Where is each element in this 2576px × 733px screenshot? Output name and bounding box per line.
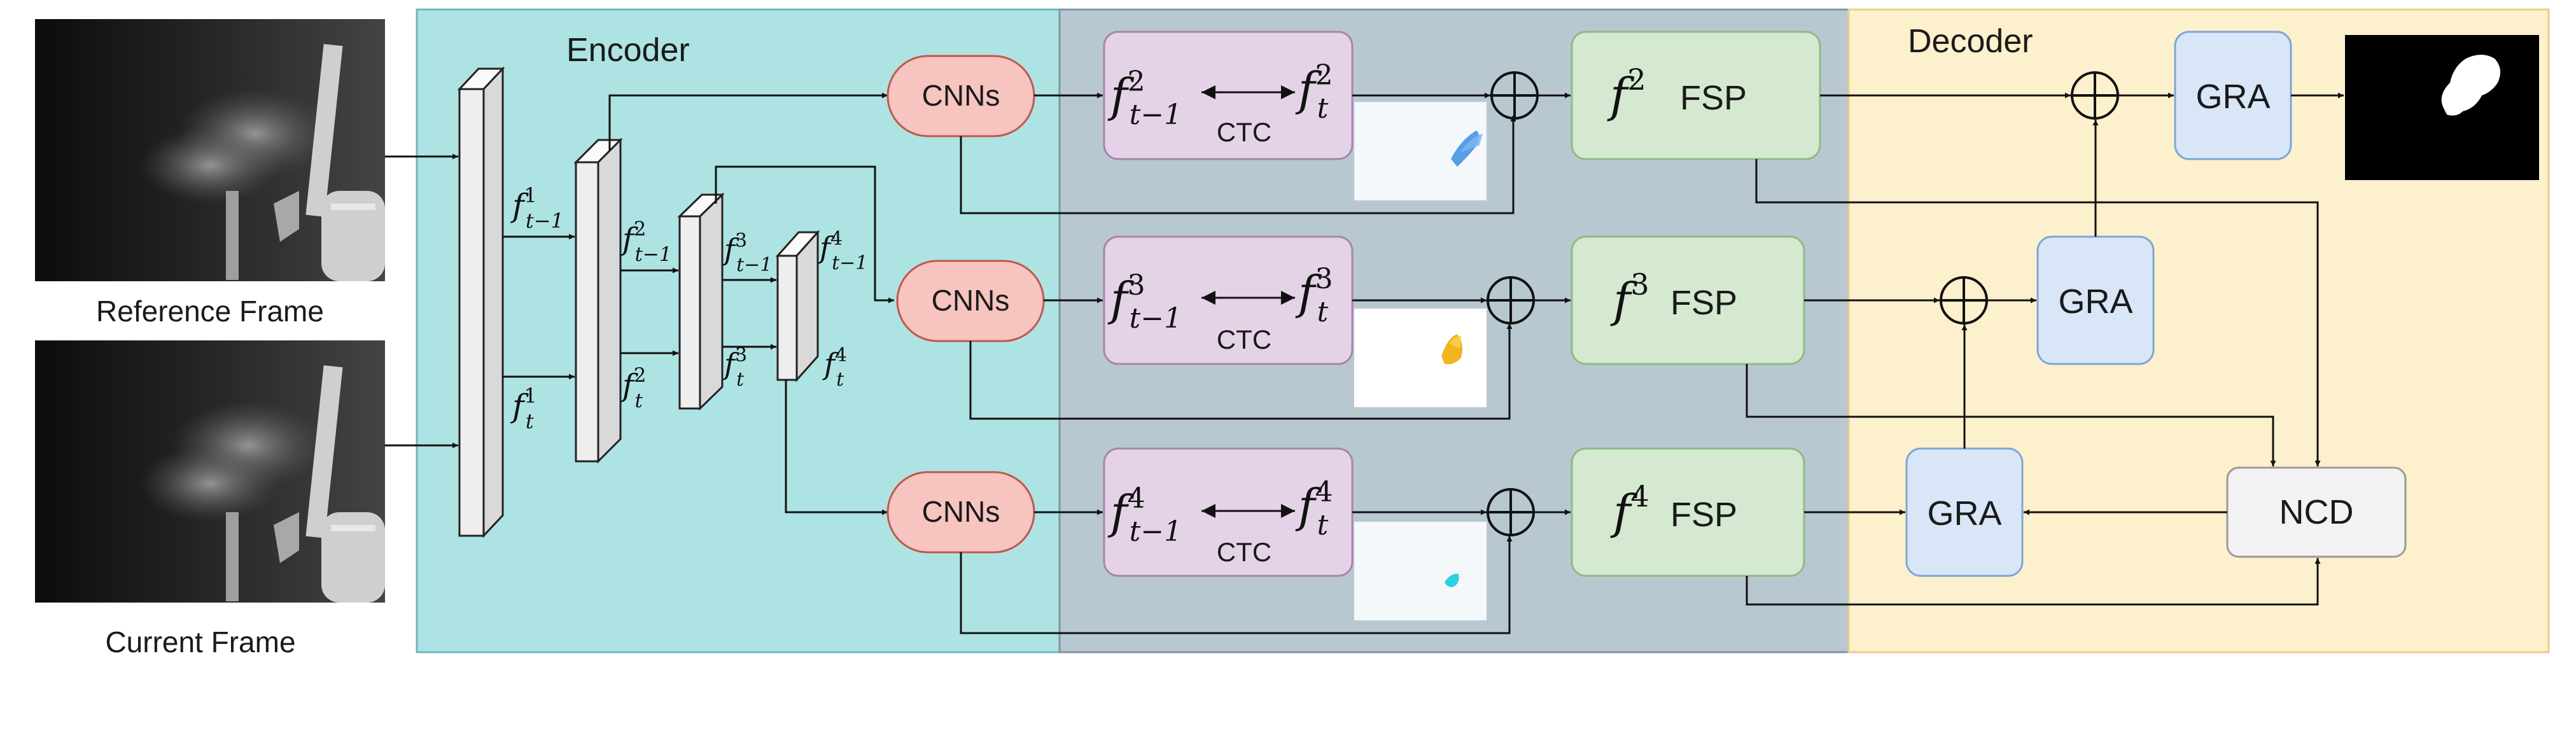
sum-node-2 bbox=[1490, 71, 1539, 120]
gra-bottom-label: GRA bbox=[1927, 494, 2001, 533]
cnn-block-3: CNNs bbox=[896, 260, 1045, 342]
decoder-sum-node-top bbox=[2071, 71, 2119, 120]
encoder-inter-stage-arrows bbox=[503, 234, 776, 380]
fsp-2-feature: f2 bbox=[1607, 62, 1646, 123]
fsp-2-label: FSP bbox=[1680, 79, 1747, 117]
decoder-title: Decoder bbox=[1908, 23, 2033, 60]
current-frame-image bbox=[35, 340, 385, 603]
segmentation-output-mask bbox=[2345, 35, 2539, 180]
sum-to-fsp-arrows bbox=[1534, 92, 1571, 515]
reference-frame-label: Reference Frame bbox=[96, 295, 324, 328]
fsp-4-feature: f4 bbox=[1610, 479, 1649, 540]
fsp-block-2: f2 FSP bbox=[1571, 31, 1821, 160]
gra-mid-label: GRA bbox=[2058, 283, 2132, 321]
gra-block-bottom: GRA bbox=[1905, 447, 2024, 577]
motion-map-4 bbox=[1354, 522, 1487, 620]
cnn-block-2: CNNs bbox=[886, 55, 1035, 137]
cnn-block-4-label: CNNs bbox=[922, 495, 1000, 528]
ncd-label: NCD bbox=[2279, 493, 2354, 531]
fsp-block-4: f4 FSP bbox=[1571, 447, 1805, 577]
encoder-to-cnn-connectors bbox=[608, 92, 894, 515]
ctc-4-label: CTC bbox=[1217, 537, 1271, 567]
encoder-title: Encoder bbox=[566, 32, 690, 69]
cnn-skip-connectors bbox=[960, 116, 1516, 634]
motion-map-2 bbox=[1354, 101, 1487, 201]
fsp-4-label: FSP bbox=[1670, 496, 1737, 534]
decoder-sum-node-mid bbox=[1940, 276, 1988, 325]
fsp-3-label: FSP bbox=[1670, 284, 1737, 322]
sum-node-3 bbox=[1487, 276, 1535, 325]
fsp-3-feature: f3 bbox=[1610, 267, 1649, 328]
sum-node-4 bbox=[1487, 488, 1535, 536]
encoder-stage-4 bbox=[775, 230, 820, 382]
gra-block-top: GRA bbox=[2174, 31, 2292, 160]
cnn-block-2-label: CNNs bbox=[922, 79, 1000, 112]
ctc-to-sum-arrows bbox=[1352, 92, 1490, 515]
encoder-stage-1 bbox=[457, 66, 505, 538]
gra-top-label: GRA bbox=[2195, 78, 2270, 116]
encoder-stage-2 bbox=[573, 137, 623, 464]
ncd-block: NCD bbox=[2226, 466, 2407, 558]
fsp-to-ncd-connectors bbox=[1746, 159, 2321, 606]
fsp-block-3: f3 FSP bbox=[1571, 235, 1805, 365]
cnn-to-ctc-arrows bbox=[1034, 92, 1103, 515]
ctc-2-label: CTC bbox=[1217, 117, 1271, 147]
encoder-stage-3 bbox=[677, 192, 725, 411]
reference-frame-image bbox=[35, 19, 385, 281]
current-frame-label: Current Frame bbox=[105, 625, 295, 659]
motion-map-3 bbox=[1354, 309, 1487, 407]
ctc-3-label: CTC bbox=[1217, 325, 1271, 354]
gra-block-mid: GRA bbox=[2036, 235, 2155, 365]
cnn-block-4: CNNs bbox=[886, 471, 1035, 554]
cnn-block-3-label: CNNs bbox=[932, 284, 1010, 317]
